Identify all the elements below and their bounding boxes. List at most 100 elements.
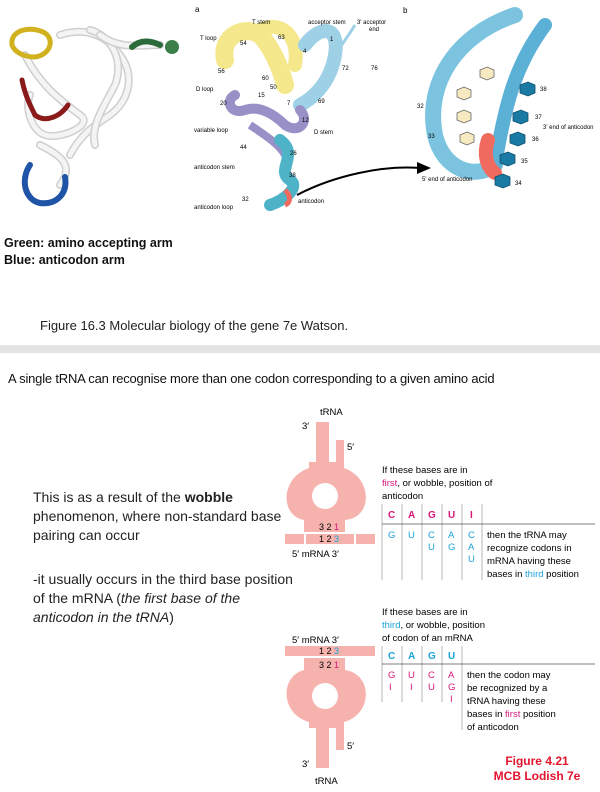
svg-text:5′: 5′ <box>347 741 354 752</box>
svg-text:3 2 1: 3 2 1 <box>319 522 339 532</box>
svg-text:A: A <box>408 651 415 662</box>
svg-text:anticodon: anticodon <box>382 491 423 502</box>
svg-text:3′: 3′ <box>302 421 309 432</box>
svg-text:15: 15 <box>258 93 265 99</box>
wobble-table-bottom: C A G U G I U I C U A G I then the codon… <box>381 646 595 733</box>
arrow-icon <box>296 162 431 196</box>
svg-text:I: I <box>470 510 473 521</box>
svg-text:of codon of an mRNA: of codon of an mRNA <box>382 633 473 644</box>
svg-text:C: C <box>388 510 395 521</box>
svg-text:C: C <box>468 530 475 541</box>
svg-text:35: 35 <box>521 159 528 165</box>
panel-b-letter: b <box>403 6 408 15</box>
svg-text:20: 20 <box>220 101 227 107</box>
svg-text:U: U <box>448 651 455 662</box>
wobble-diagram: tRNA 3′ 5′ 3 2 1 1 2 3 5′ mRNA 3′ If the… <box>285 407 595 787</box>
svg-text:38: 38 <box>540 87 547 93</box>
svg-text:U: U <box>408 530 415 541</box>
svg-text:G: G <box>428 651 436 662</box>
svg-text:G: G <box>448 682 455 693</box>
slide-headline: A single tRNA can recognise more than on… <box>8 371 495 386</box>
svg-text:recognize codons in: recognize codons in <box>487 543 572 554</box>
svg-text:1 2 3: 1 2 3 <box>319 534 339 544</box>
svg-text:G: G <box>388 670 395 681</box>
svg-text:U: U <box>468 554 475 565</box>
svg-text:D stem: D stem <box>314 130 333 136</box>
svg-text:I: I <box>389 682 392 693</box>
svg-text:50: 50 <box>270 85 277 91</box>
svg-text:G: G <box>448 542 455 553</box>
svg-text:then the tRNA may: then the tRNA may <box>487 530 567 541</box>
svg-text:of anticodon: of anticodon <box>467 722 519 733</box>
svg-text:D loop: D loop <box>196 87 214 93</box>
svg-text:1: 1 <box>330 37 334 43</box>
legend-green: Green: amino accepting arm <box>4 236 173 250</box>
svg-text:G: G <box>428 510 436 521</box>
svg-text:C: C <box>428 670 435 681</box>
svg-text:variable loop: variable loop <box>194 128 229 134</box>
svg-text:U: U <box>428 682 435 693</box>
svg-text:4: 4 <box>303 49 307 55</box>
svg-text:A: A <box>408 510 415 521</box>
svg-text:3 2 1: 3 2 1 <box>319 660 339 670</box>
section-divider <box>0 345 600 353</box>
trna-label-bottom: tRNA <box>315 776 338 787</box>
svg-text:37: 37 <box>535 115 542 121</box>
svg-text:tRNA having these: tRNA having these <box>467 696 546 707</box>
svg-text:end: end <box>369 27 379 33</box>
amino-sphere-icon <box>165 40 179 54</box>
svg-text:63: 63 <box>278 35 285 41</box>
panel-b-diagram: b 38 37 36 35 34 32 33 3' end of anticod… <box>403 6 594 189</box>
svg-text:26: 26 <box>290 151 297 157</box>
trna-shape-top <box>286 422 366 532</box>
svg-text:72: 72 <box>342 66 349 72</box>
svg-text:A: A <box>448 530 455 541</box>
svg-text:T loop: T loop <box>200 36 217 42</box>
svg-text:bases in third position: bases in third position <box>487 569 579 580</box>
svg-text:U: U <box>408 670 415 681</box>
svg-text:T stem: T stem <box>252 20 270 26</box>
svg-text:I: I <box>450 694 453 705</box>
legend-blue: Blue: anticodon arm <box>4 253 125 267</box>
svg-text:G: G <box>388 530 395 541</box>
svg-text:If these bases are in: If these bases are in <box>382 465 468 476</box>
svg-text:C: C <box>388 651 395 662</box>
svg-text:then the codon may: then the codon may <box>467 670 551 681</box>
svg-text:I: I <box>410 682 413 693</box>
svg-text:bases in first position: bases in first position <box>467 709 556 720</box>
svg-text:12: 12 <box>302 118 309 124</box>
svg-text:3' acceptor: 3' acceptor <box>357 20 386 26</box>
svg-text:C: C <box>428 530 435 541</box>
svg-text:anticodon loop: anticodon loop <box>194 205 234 211</box>
svg-text:3' end of anticodon: 3' end of anticodon <box>543 125 594 131</box>
svg-text:A: A <box>468 542 475 553</box>
svg-text:34: 34 <box>515 181 522 187</box>
svg-text:32: 32 <box>242 197 249 203</box>
figure-caption-lodish: Figure 4.21 MCB Lodish 7e <box>493 754 581 783</box>
svg-text:3′: 3′ <box>302 759 309 770</box>
svg-text:36: 36 <box>532 137 539 143</box>
svg-text:If these bases are in: If these bases are in <box>382 607 468 618</box>
svg-text:76: 76 <box>371 66 378 72</box>
svg-text:first, or wobble, position of: first, or wobble, position of <box>382 478 493 489</box>
svg-text:38: 38 <box>289 173 296 179</box>
svg-text:third, or wobble, position: third, or wobble, position <box>382 620 485 631</box>
svg-text:33: 33 <box>428 134 435 140</box>
svg-text:60: 60 <box>262 76 269 82</box>
svg-text:mRNA having these: mRNA having these <box>487 556 571 567</box>
wobble-explanation: This is as a result of the wobble phenom… <box>33 489 282 543</box>
wobble-term: wobble <box>184 489 233 505</box>
svg-text:56: 56 <box>218 69 225 75</box>
svg-text:acceptor stem: acceptor stem <box>308 20 346 26</box>
trna-shape-bottom <box>286 658 366 768</box>
svg-text:69: 69 <box>318 99 325 105</box>
svg-text:44: 44 <box>240 145 247 151</box>
svg-text:U: U <box>448 510 455 521</box>
svg-text:anticodon: anticodon <box>298 199 324 205</box>
svg-text:54: 54 <box>240 41 247 47</box>
svg-text:1 2 3: 1 2 3 <box>319 646 339 656</box>
svg-text:5′: 5′ <box>347 442 354 453</box>
trna-3d-model <box>9 26 179 207</box>
svg-text:U: U <box>428 542 435 553</box>
svg-text:A: A <box>448 670 455 681</box>
